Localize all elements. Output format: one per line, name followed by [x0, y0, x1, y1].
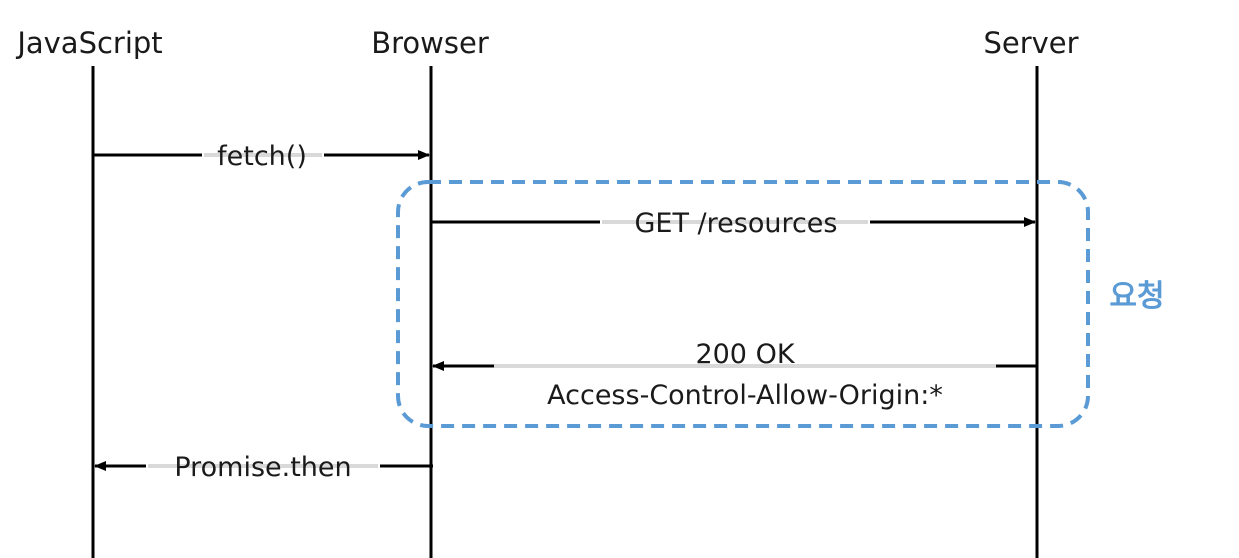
response-status-label: 200 OK [695, 339, 795, 370]
then-label: Promise.then [174, 452, 351, 483]
response-header-label: Access-Control-Allow-Origin:* [547, 380, 943, 411]
get-label: GET /resources [634, 208, 837, 239]
request-group-label: 요청 [1109, 279, 1164, 314]
participant-browser: Browser [371, 26, 489, 60]
participant-javascript: JavaScript [15, 26, 162, 60]
participant-server: Server [983, 26, 1078, 60]
fetch-label: fetch() [217, 141, 307, 172]
request-group-box [396, 180, 1090, 428]
